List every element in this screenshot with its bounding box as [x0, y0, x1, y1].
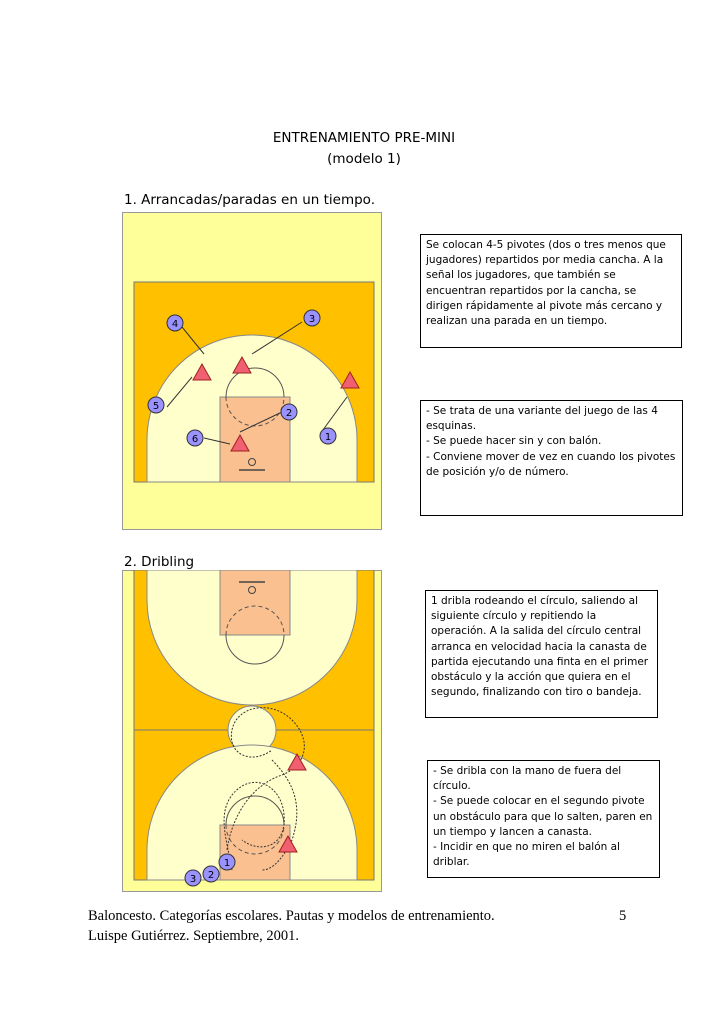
note-line: - Se trata de una variante del juego de …: [426, 405, 658, 433]
player-icon: [147, 396, 165, 414]
page-subtitle: (modelo 1): [327, 151, 401, 167]
footer-author: Luispe Gutiérrez. Septiembre, 2001.: [88, 928, 299, 944]
player-icon: [166, 314, 184, 332]
player-icon: [186, 429, 204, 447]
dribble-path: [223, 707, 305, 871]
paint-area: [219, 396, 291, 483]
free-throw-arc-top-dashed: [225, 605, 285, 636]
basket: [248, 458, 256, 466]
explanation-text: Se colocan 4-5 pivotes (dos o tres menos…: [426, 239, 666, 328]
player-label: 3: [309, 314, 315, 325]
explanation-text: 1 dribla rodeando el círculo, saliendo a…: [431, 595, 649, 699]
markers: [192, 355, 360, 452]
court-diagram-2: 1 2 3: [122, 570, 382, 892]
paint-area-top: [219, 570, 291, 636]
court-diagram-1: 1 2 3 4 5 6: [122, 212, 382, 530]
player-label: 3: [190, 874, 196, 885]
cone-icon: [287, 752, 307, 771]
note-line: - Se puede hacer sin y con balón.: [426, 435, 602, 448]
three-point-area-top: [146, 570, 358, 706]
cone-icon: [230, 433, 250, 452]
notes-box: - Se dribla con la mano de fuera del cír…: [427, 760, 660, 878]
free-throw-arc-top: [225, 634, 285, 665]
player-label: 6: [192, 434, 198, 445]
markers: [278, 752, 307, 853]
notes-box: - Se trata de una variante del juego de …: [420, 400, 683, 516]
note-line: - Se puede colocar en el segundo pivote …: [433, 795, 653, 838]
player-icon: [319, 427, 337, 445]
players: [184, 853, 236, 887]
player-icon: [184, 869, 202, 887]
explanation-box: Se colocan 4-5 pivotes (dos o tres menos…: [420, 234, 682, 348]
page-number: 5: [619, 908, 627, 924]
player-icon: [280, 403, 298, 421]
arrows: [166, 321, 348, 445]
player-label: 4: [172, 319, 178, 330]
note-line: - Conviene mover de vez en cuando los pi…: [426, 450, 676, 478]
player-icon: [303, 309, 321, 327]
players: [147, 309, 337, 447]
player-icon: [218, 853, 236, 871]
note-line: - Se dribla con la mano de fuera del cír…: [433, 765, 622, 793]
player-icon: [202, 865, 220, 883]
free-throw-arc-bottom: [225, 795, 285, 826]
player-label: 1: [325, 432, 331, 443]
three-point-area-bottom: [146, 744, 358, 881]
cone-icon: [278, 834, 298, 853]
cone-icon: [340, 370, 360, 389]
cone-icon: [232, 355, 252, 374]
explanation-box: 1 dribla rodeando el círculo, saliendo a…: [425, 590, 658, 718]
player-label: 1: [224, 858, 230, 869]
cone-icon: [192, 362, 212, 381]
note-line: - Incidir en que no miren el balón al dr…: [433, 841, 620, 869]
free-throw-arc: [225, 367, 285, 398]
free-throw-arc-bottom-dashed: [225, 824, 285, 855]
footer-text: Baloncesto. Categorías escolares. Pautas…: [88, 908, 495, 924]
section-heading: 2. Dribling: [124, 554, 195, 570]
player-label: 2: [208, 870, 214, 881]
page-title: ENTRENAMIENTO PRE-MINI: [272, 130, 456, 146]
basket-top: [248, 586, 256, 594]
player-label: 5: [153, 401, 159, 412]
section-heading: 1. Arrancadas/paradas en un tiempo.: [124, 192, 375, 208]
player-label: 2: [286, 408, 292, 419]
